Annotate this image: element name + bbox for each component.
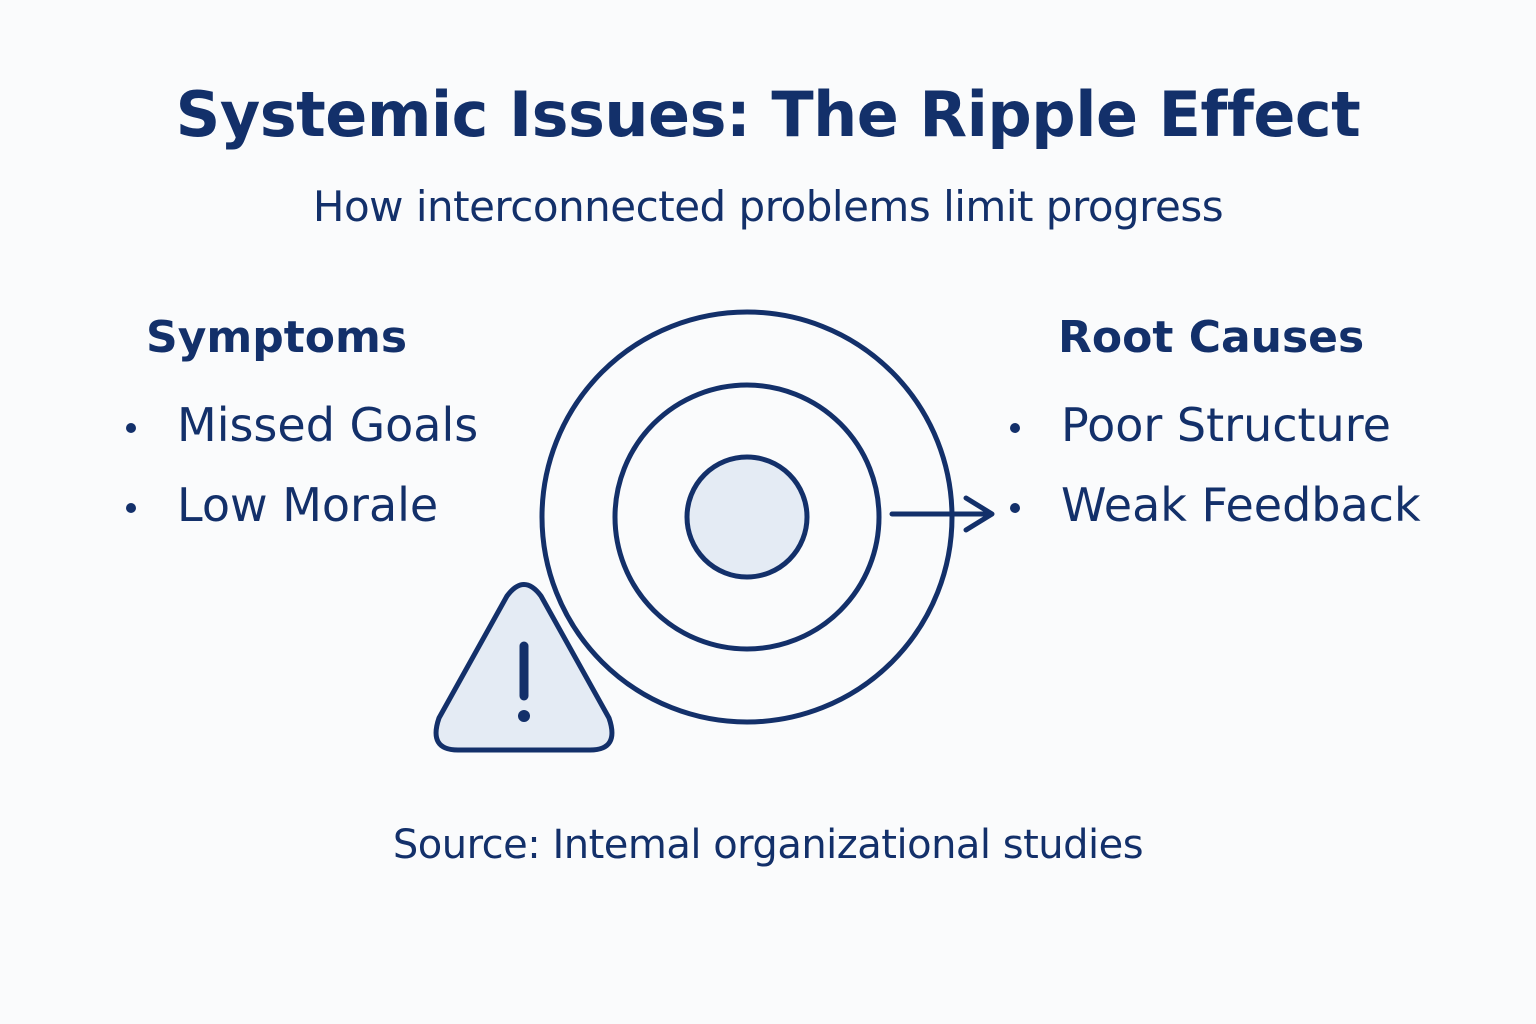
- bullet-dot-icon: [126, 423, 136, 433]
- bullet-dot-icon: [1010, 423, 1020, 433]
- source-note: Source: Intemal organizational studies: [392, 822, 1144, 868]
- bullet-dot-icon: [1010, 503, 1020, 513]
- concentric-ripple-icon: [539, 309, 955, 725]
- list-item: Poor Structure: [1008, 398, 1421, 478]
- middle-ripple-ring: [612, 382, 882, 652]
- root-causes-list: Poor Structure Weak Feedback: [1008, 398, 1421, 558]
- symptom-label: Low Morale: [177, 478, 439, 532]
- list-item: Missed Goals: [124, 398, 478, 478]
- list-item: Weak Feedback: [1008, 478, 1421, 558]
- bullet-dot-icon: [126, 503, 136, 513]
- symptom-label: Missed Goals: [177, 398, 479, 452]
- arrow-right-icon: [889, 495, 995, 533]
- symptoms-list: Missed Goals Low Morale: [124, 398, 478, 558]
- root-cause-label: Weak Feedback: [1061, 478, 1421, 532]
- exclamation-dot: [518, 710, 530, 722]
- center-core: [684, 454, 810, 580]
- root-cause-label: Poor Structure: [1061, 398, 1391, 452]
- root-causes-heading: Root Causes: [1058, 312, 1365, 363]
- page-subtitle: How interconnected problems limit progre…: [312, 182, 1224, 231]
- page-title: Systemic Issues: The Ripple Effect: [175, 78, 1361, 151]
- list-item: Low Morale: [124, 478, 478, 558]
- symptoms-heading: Symptoms: [146, 312, 408, 363]
- outer-ripple-ring: [539, 309, 955, 725]
- warning-triangle-icon: [433, 582, 615, 753]
